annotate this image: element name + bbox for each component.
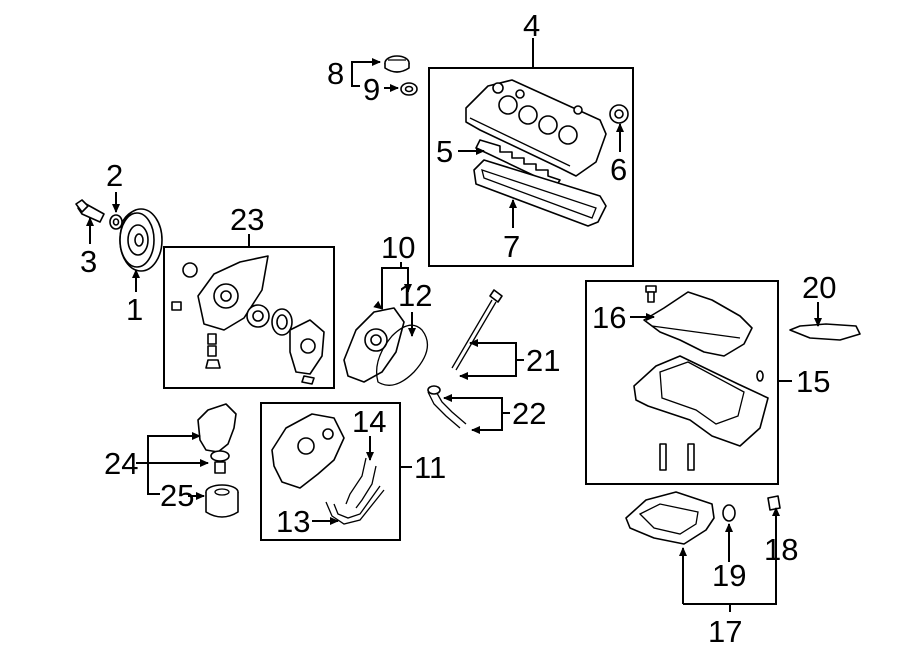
callout-12[interactable]: 12 xyxy=(398,278,432,313)
callout-9[interactable]: 9 xyxy=(363,72,380,107)
timing-cover-part[interactable] xyxy=(343,307,405,383)
valve-cover-group-box xyxy=(428,67,634,267)
oil-pan-group-box xyxy=(585,280,779,485)
rear-timing-cover-part[interactable] xyxy=(271,413,345,489)
leader-lines xyxy=(86,38,822,612)
oil-baffle-part[interactable] xyxy=(643,285,753,357)
drain-plug-part[interactable] xyxy=(767,495,781,511)
callout-7[interactable]: 7 xyxy=(503,229,520,264)
filler-cap-seal-part[interactable] xyxy=(400,82,418,96)
spark-plug-tube-seal-part[interactable] xyxy=(609,104,629,124)
callout-25[interactable]: 25 xyxy=(160,478,194,513)
callout-13[interactable]: 13 xyxy=(276,504,310,539)
callout-4[interactable]: 4 xyxy=(523,8,540,43)
oil-pump-part[interactable] xyxy=(171,255,325,385)
callout-22[interactable]: 22 xyxy=(512,396,546,431)
oil-filter-part[interactable] xyxy=(205,484,239,518)
oil-hose-part[interactable] xyxy=(325,485,385,525)
oil-level-sensor-part[interactable] xyxy=(789,323,861,341)
pulley-bolt-part[interactable] xyxy=(75,199,105,223)
crankshaft-pulley-part[interactable] xyxy=(119,208,163,272)
breather-hose-part[interactable] xyxy=(345,457,377,509)
callout-18[interactable]: 18 xyxy=(764,532,798,567)
oil-filler-cap-part[interactable] xyxy=(384,55,410,73)
callout-21[interactable]: 21 xyxy=(526,343,560,378)
callout-17[interactable]: 17 xyxy=(708,614,742,649)
timing-cover-gasket-part[interactable] xyxy=(375,324,429,386)
oil-dipstick-part[interactable] xyxy=(451,289,503,371)
valve-cover-part[interactable] xyxy=(465,79,607,177)
callout-16[interactable]: 16 xyxy=(592,300,626,335)
callout-8[interactable]: 8 xyxy=(327,56,344,91)
cover-outer-gasket-part[interactable] xyxy=(473,159,607,227)
callout-24[interactable]: 24 xyxy=(104,446,138,481)
callout-5[interactable]: 5 xyxy=(436,134,453,169)
callout-3[interactable]: 3 xyxy=(80,244,97,279)
callout-6[interactable]: 6 xyxy=(610,152,627,187)
oil-pan-lower-part[interactable] xyxy=(625,491,715,545)
pulley-washer-part[interactable] xyxy=(109,214,123,230)
timing-cover-group-box xyxy=(260,402,401,541)
callout-2[interactable]: 2 xyxy=(106,158,123,193)
callout-15[interactable]: 15 xyxy=(796,364,830,399)
dipstick-tube-part[interactable] xyxy=(427,385,467,429)
callout-11[interactable]: 11 xyxy=(414,450,446,485)
oil-filter-adapter-part[interactable] xyxy=(197,403,237,474)
callout-23[interactable]: 23 xyxy=(230,202,264,237)
callout-14[interactable]: 14 xyxy=(352,404,386,439)
callout-19[interactable]: 19 xyxy=(712,558,746,593)
callout-1[interactable]: 1 xyxy=(126,292,143,327)
drain-plug-washer-part[interactable] xyxy=(722,504,736,522)
callout-10[interactable]: 10 xyxy=(381,230,415,265)
oil-pan-upper-part[interactable] xyxy=(633,355,769,471)
callout-numbers: 1 2 3 4 5 6 7 8 9 10 11 12 13 14 15 16 1… xyxy=(80,8,836,649)
callout-20[interactable]: 20 xyxy=(802,270,836,305)
